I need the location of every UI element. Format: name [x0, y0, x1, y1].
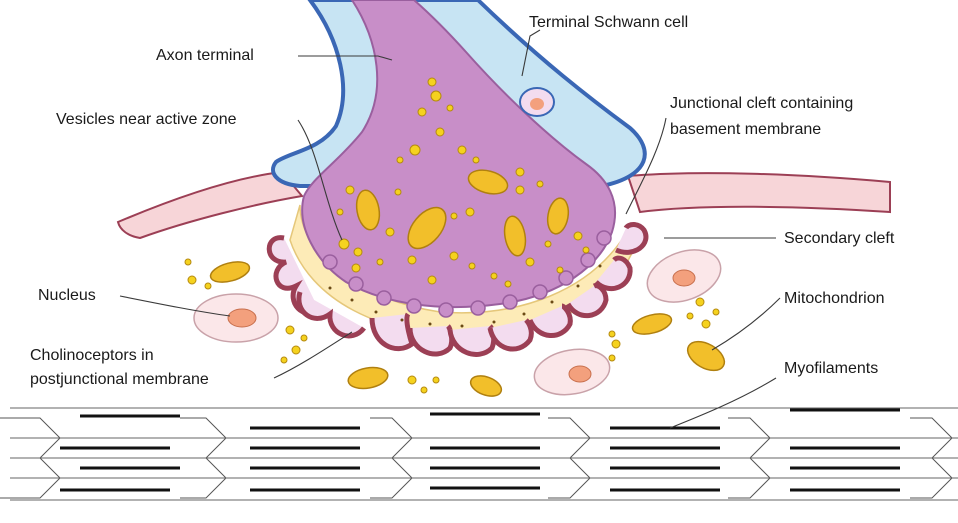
label-axon-terminal: Axon terminal: [156, 47, 254, 64]
leader-cholinoceptors: [274, 332, 352, 378]
nucleus: [228, 309, 256, 327]
label-junctional-cleft-line1: Junctional cleft containing: [670, 95, 853, 112]
leader-mitochondrion: [712, 298, 780, 350]
label-terminal-schwann-cell: Terminal Schwann cell: [529, 14, 688, 31]
label-nucleus: Nucleus: [38, 287, 96, 304]
mitochondrion: [683, 336, 730, 377]
mitochondrion: [630, 310, 673, 338]
muscle-surface-membrane-left: [118, 172, 302, 238]
nucleus: [673, 270, 695, 286]
nucleus: [569, 366, 591, 382]
label-cholinoceptors-line2: postjunctional membrane: [30, 371, 209, 388]
label-secondary-cleft: Secondary cleft: [784, 230, 895, 247]
label-myofilaments: Myofilaments: [784, 360, 878, 377]
myofilaments: [0, 408, 958, 500]
label-vesicles-near-active-zone: Vesicles near active zone: [56, 111, 237, 128]
leader-myofilaments: [670, 378, 776, 428]
muscle-surface-membrane-right: [628, 173, 890, 212]
schwann-nucleus-core: [530, 98, 544, 110]
thin-filaments: [10, 408, 958, 500]
mitochondrion: [347, 365, 390, 392]
label-junctional-cleft-line2: basement membrane: [670, 121, 821, 138]
label-cholinoceptors-line1: Cholinoceptors in: [30, 347, 154, 364]
label-mitochondrion: Mitochondrion: [784, 290, 885, 307]
mitochondrion: [208, 258, 251, 286]
mitochondrion: [468, 372, 504, 400]
